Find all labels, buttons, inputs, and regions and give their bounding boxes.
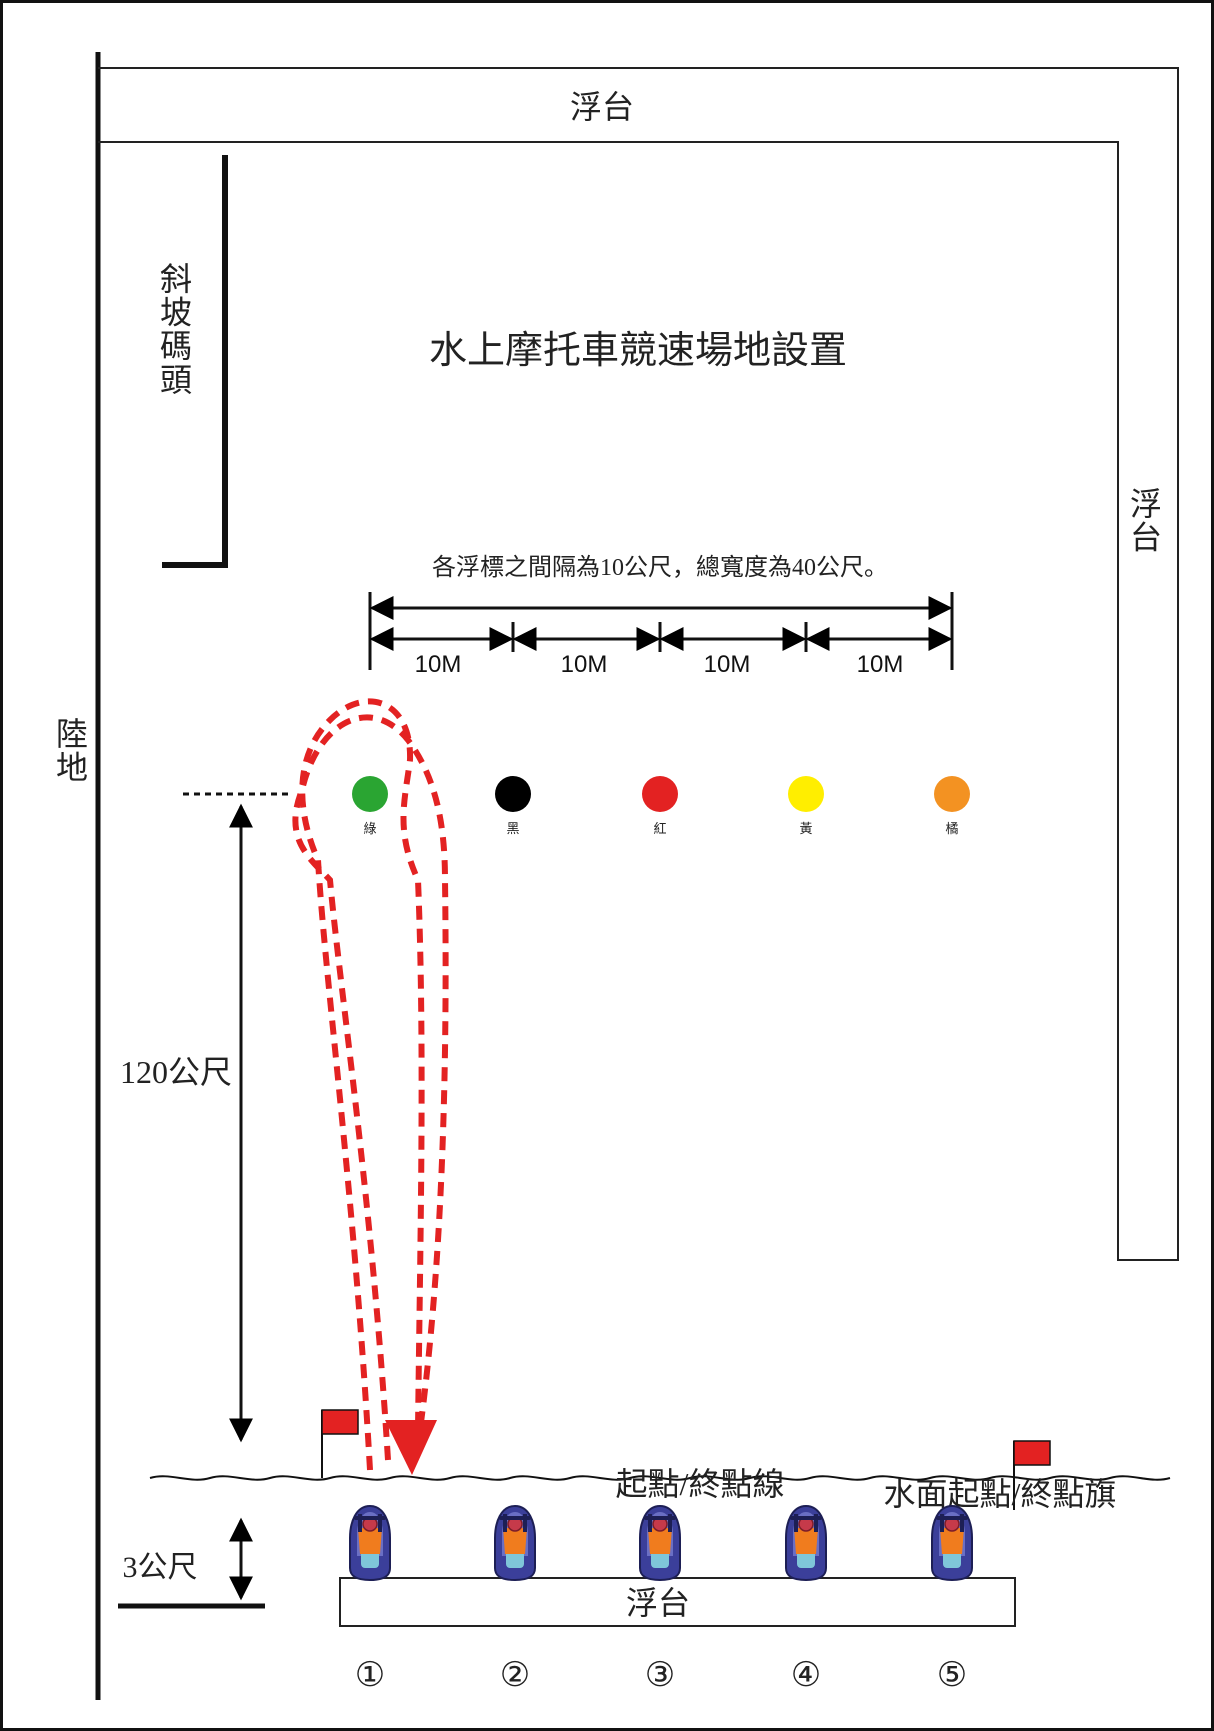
start-flag-right: [1013, 1440, 1051, 1510]
water-flag-label: 水面起點/終點旗: [884, 1476, 1117, 1512]
buoy-label-1: 綠: [363, 821, 376, 836]
buoy-5: [934, 776, 970, 812]
distance-3m-label: 3公尺: [123, 1551, 198, 1584]
buoy-1: [352, 776, 388, 812]
buoy-row: 綠黑紅黃橘: [352, 776, 970, 836]
jetski-row: [349, 1505, 973, 1581]
ramp-dock-label: 斜坡碼頭: [160, 261, 192, 398]
jetski-5: [931, 1505, 973, 1581]
distance-label-bg: [118, 1048, 236, 1092]
buoy-label-2: 黑: [506, 821, 519, 836]
distance-120m-label: 120公尺: [120, 1054, 232, 1090]
floating-platform-bottom: [339, 1577, 1016, 1627]
spacing-note: 各浮標之間隔為10公尺，總寬度為40公尺。: [432, 554, 888, 581]
segment-label-4: 10M: [857, 651, 904, 678]
start-flag-left: [321, 1409, 359, 1478]
buoy-2: [495, 776, 531, 812]
buoy-label-3: 紅: [653, 821, 666, 836]
segment-label-3: 10M: [704, 651, 751, 678]
ramp-dock-wall: [162, 155, 228, 568]
start-finish-line-label: 起點/終點線: [616, 1466, 785, 1502]
lane-number-3: ③: [645, 1657, 675, 1694]
race-route: [292, 698, 449, 1471]
lane-number-1: ①: [355, 1657, 385, 1694]
lane-number-5: ⑤: [937, 1657, 967, 1694]
platform-top-label: 浮台: [570, 89, 634, 125]
segment-label-1: 10M: [415, 651, 462, 678]
lane-number-2: ②: [500, 1657, 530, 1694]
lane-number-4: ④: [791, 1657, 821, 1694]
diagram-title: 水上摩托車競速場地設置: [429, 330, 847, 372]
buoy-4: [788, 776, 824, 812]
land-label: 陸地: [56, 716, 88, 786]
platform-bottom-label: 浮台: [626, 1585, 690, 1621]
water-surface: [149, 1475, 1171, 1481]
buoy-label-5: 橘: [945, 821, 958, 836]
lane-numbers: ① ② ③ ④ ⑤: [355, 1657, 967, 1694]
segment-label-2: 10M: [561, 651, 608, 678]
jetski-1: [349, 1505, 391, 1581]
buoy-label-4: 黃: [799, 821, 812, 836]
buoy-3: [642, 776, 678, 812]
jetski-2: [494, 1505, 536, 1581]
jetski-4: [785, 1505, 827, 1581]
floating-platform-l-shape: [98, 67, 1179, 1261]
platform-right-label: 浮台: [1130, 486, 1162, 556]
jetski-3: [639, 1505, 681, 1581]
route-arrowhead: [385, 1420, 437, 1475]
